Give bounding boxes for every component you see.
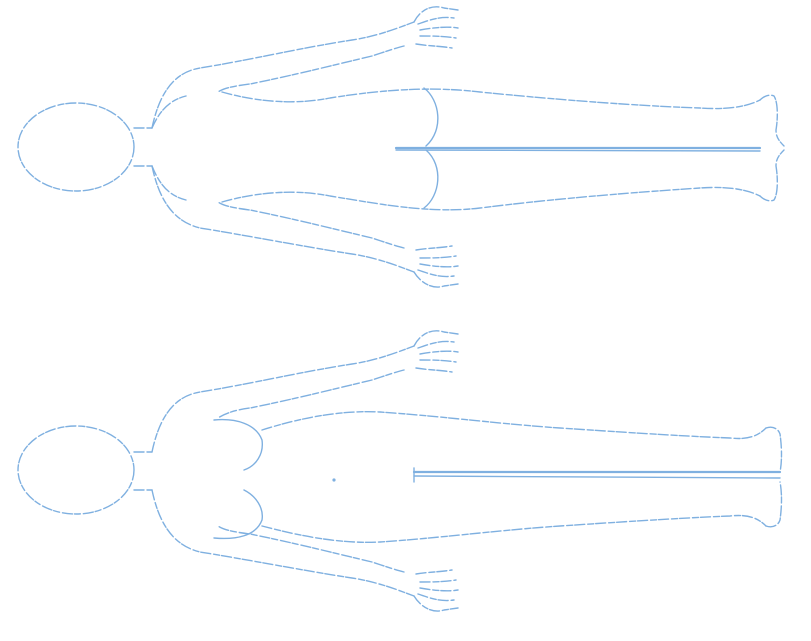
lower-leg-outline <box>222 187 760 209</box>
body-outline-back-icon <box>18 7 784 287</box>
upper-leg-outline <box>222 89 760 108</box>
legs-midline-thin <box>396 150 760 151</box>
lower-hand-icon <box>372 238 458 287</box>
upper-foot-outline <box>766 427 782 472</box>
neck-outline <box>134 128 152 166</box>
lower-leg-outline <box>262 515 766 542</box>
lower-arm-outline <box>152 166 414 272</box>
lower-foot-outline <box>766 482 782 527</box>
lower-inner-arm-outline <box>218 526 372 562</box>
navel-mark <box>332 478 335 481</box>
breast-upper-outline <box>214 420 262 470</box>
upper-hand-icon <box>372 331 458 380</box>
breast-lower-outline <box>214 490 262 538</box>
upper-leg-outline <box>262 412 766 439</box>
buttock-upper-outline <box>424 88 438 146</box>
head-outline <box>18 426 134 514</box>
legs-midline-thin <box>414 476 780 478</box>
body-outline-front-icon <box>18 331 782 611</box>
upper-arm-outline <box>152 346 414 452</box>
head-outline <box>18 103 134 191</box>
lower-arm-outline <box>152 490 414 596</box>
upper-arm-outline <box>152 22 414 128</box>
lower-foot-outline <box>760 150 784 201</box>
lower-hand-icon <box>372 562 458 611</box>
upper-foot-outline <box>760 95 784 146</box>
neck-outline <box>134 452 152 490</box>
upper-torso-side-outline <box>152 96 186 128</box>
buttock-lower-outline <box>424 150 438 208</box>
upper-hand-icon <box>372 7 458 56</box>
lower-inner-arm-outline <box>218 202 372 238</box>
